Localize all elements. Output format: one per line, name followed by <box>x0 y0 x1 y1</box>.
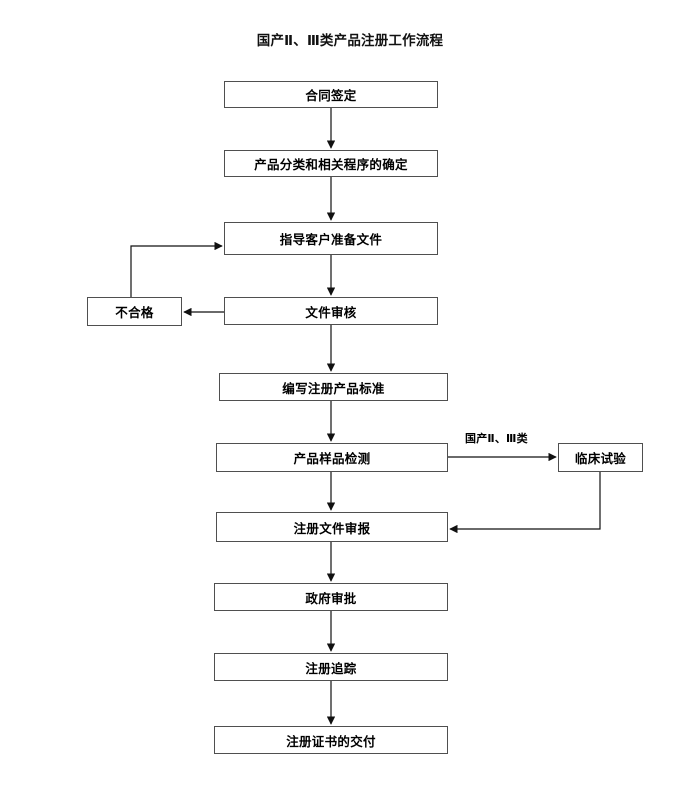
edge-unqualified-to-guide-docs <box>130 241 223 297</box>
node-label: 产品样品检测 <box>293 451 371 466</box>
edge-clinical-trial-to-file-submit <box>449 472 601 534</box>
node-unqualified[interactable]: 不合格 <box>87 297 182 326</box>
node-label: 注册文件审报 <box>293 520 371 536</box>
node-file-submit[interactable]: 注册文件审报 <box>216 512 448 542</box>
node-label: 产品分类和相关程序的确定 <box>254 157 408 172</box>
node-doc-review[interactable]: 文件审核 <box>224 297 438 325</box>
node-gov-approval[interactable]: 政府审批 <box>214 583 448 611</box>
node-clinical-trial[interactable]: 临床试验 <box>558 443 643 472</box>
node-contract[interactable]: 合同签定 <box>224 81 438 108</box>
page-title: 国产Ⅱ、Ⅲ类产品注册工作流程 <box>256 33 444 49</box>
node-label: 合同签定 <box>305 88 357 103</box>
node-label: 编写注册产品标准 <box>282 380 385 396</box>
node-label: 注册证书的交付 <box>286 733 376 749</box>
node-cert-delivery[interactable]: 注册证书的交付 <box>214 726 448 754</box>
node-label: 临床试验 <box>574 451 627 466</box>
node-label: 政府审批 <box>305 590 357 606</box>
node-classification[interactable]: 产品分类和相关程序的确定 <box>224 150 438 177</box>
node-guide-docs[interactable]: 指导客户准备文件 <box>224 222 438 255</box>
node-label: 不合格 <box>115 305 154 320</box>
node-label: 注册追踪 <box>305 660 357 676</box>
node-sample-test[interactable]: 产品样品检测 <box>216 443 448 472</box>
node-label: 指导客户准备文件 <box>279 232 383 247</box>
node-label: 文件审核 <box>305 304 357 320</box>
edge-label-domestic-class: 国产Ⅱ、Ⅲ类 <box>465 432 528 445</box>
node-registry-track[interactable]: 注册追踪 <box>214 653 448 681</box>
node-write-standard[interactable]: 编写注册产品标准 <box>219 373 448 401</box>
